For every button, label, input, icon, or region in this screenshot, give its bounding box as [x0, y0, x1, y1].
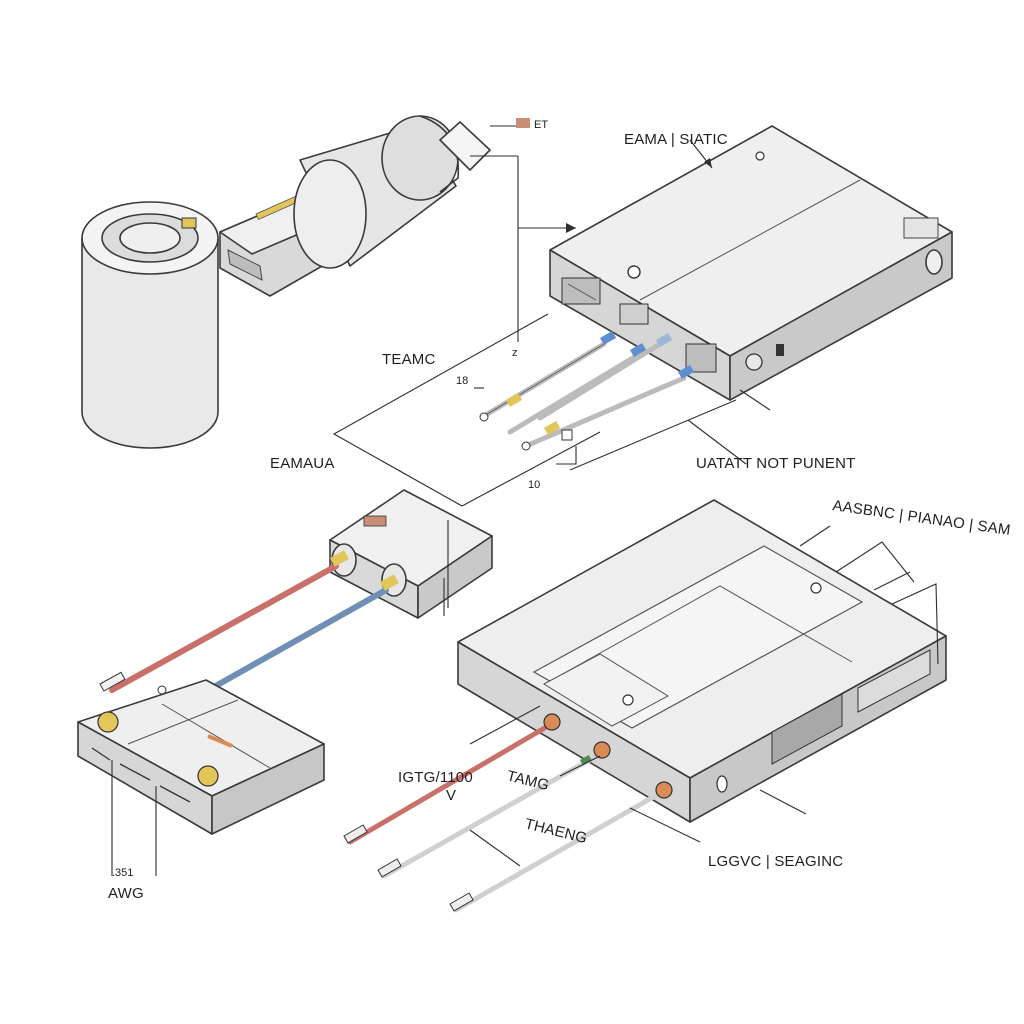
terminal-block-icon [77, 679, 325, 876]
leader-lines-top [470, 125, 576, 342]
label-10: 10 [528, 479, 540, 491]
label-igtg: IGTG/1100 [398, 769, 473, 786]
label-awg-number: .351 [112, 867, 133, 879]
label-eama-static: EAMA | SIATIC [624, 131, 728, 148]
label-18: 18 [456, 375, 468, 387]
cylindrical-capacitor-icon [81, 201, 219, 449]
label-top-stub: ET [534, 119, 548, 131]
plug-connector-icon [219, 115, 491, 297]
top-module-wires [479, 331, 695, 451]
label-eamaua: EAMAUA [270, 455, 335, 472]
middle-connector [329, 489, 493, 619]
label-z: z [512, 347, 518, 359]
label-v: V [446, 787, 456, 804]
label-teamc: TEAMC [382, 351, 436, 368]
leader-lines-bottom [443, 525, 939, 867]
flat-module-icon [457, 499, 947, 823]
label-thaeng: THAENG [523, 815, 589, 847]
label-aasbnc: AASBNC | PIANAO | SAM [831, 497, 1011, 539]
label-tamg: TAMG [505, 767, 551, 794]
control-module-icon [549, 125, 953, 401]
label-lgovc: LGGVC | SEAGINC [708, 853, 843, 870]
label-awg: AWG [108, 885, 144, 902]
top-stub-mark [516, 118, 530, 128]
leader-lines-middle [332, 139, 771, 507]
label-uatatt: UATATT NOT PUNENT [696, 455, 856, 472]
